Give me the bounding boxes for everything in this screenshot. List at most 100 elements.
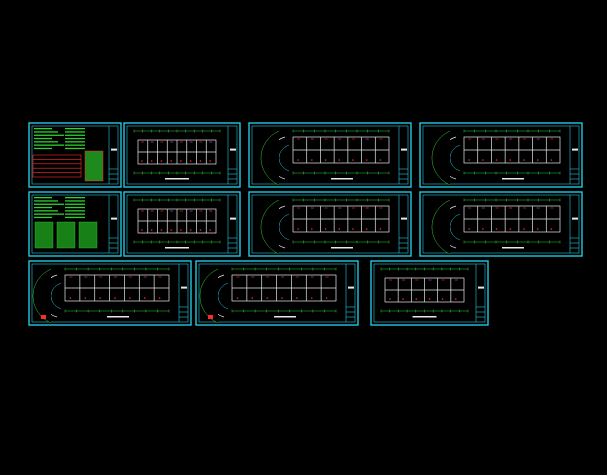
fixture-symbol (468, 159, 470, 161)
fixture-symbol (352, 159, 354, 161)
curved-dimension (431, 199, 451, 255)
equipment-table (78, 221, 98, 249)
fixture-symbol (141, 160, 143, 162)
fixture-symbol (338, 159, 341, 161)
equipment-table (34, 221, 54, 249)
note-text-line (65, 216, 85, 219)
drawing-sheet-plan-4 (123, 191, 241, 257)
note-text-line (65, 203, 85, 205)
fixture-symbol (160, 229, 163, 231)
fixture-symbol (180, 160, 182, 162)
note-text-line (34, 134, 64, 136)
note-text-line (65, 134, 85, 136)
plan-caption (412, 316, 437, 318)
note-text-line (65, 210, 85, 212)
fixture-symbol (428, 298, 431, 300)
plan-caption (107, 316, 129, 318)
title-block-text (111, 217, 117, 220)
fixture-symbol (523, 228, 525, 230)
fixture-symbol (296, 297, 298, 299)
note-text-line (34, 200, 58, 202)
plan-caption (274, 316, 296, 318)
title-block-text (348, 286, 354, 289)
plan-caption (502, 178, 524, 180)
fixture-symbol (150, 160, 153, 162)
fixture-symbol (209, 160, 211, 162)
fixture-symbol (324, 228, 327, 230)
drawing-sheet-notes-2 (28, 191, 122, 257)
fixture-symbol (324, 159, 327, 161)
fixture-symbol (266, 297, 268, 299)
note-text-line (65, 200, 85, 202)
note-text-line (65, 144, 85, 146)
fixture-symbol (468, 228, 470, 230)
fixture-symbol (325, 297, 328, 299)
plan-caption (165, 247, 189, 249)
fixture-symbol (141, 229, 143, 231)
note-text-line (34, 213, 64, 215)
curved-dimension (431, 130, 451, 186)
note-text-line (34, 144, 64, 146)
note-text-line (34, 203, 64, 205)
fixture-symbol (236, 297, 239, 299)
fixture-symbol (536, 228, 539, 230)
title-block-text (572, 148, 578, 151)
sheet-inner-border (126, 125, 238, 185)
fixture-symbol (251, 297, 254, 299)
title-block-text (401, 217, 407, 220)
note-text-line (34, 210, 58, 212)
fixture-symbol (402, 298, 404, 300)
fixture-symbol (180, 229, 182, 231)
note-text-line (34, 141, 58, 143)
note-text-line (34, 216, 52, 219)
equipment-table (56, 221, 76, 249)
sheet-inner-border (422, 125, 580, 185)
fixture-symbol (379, 228, 382, 230)
sheet-inner-border (31, 194, 119, 254)
fixture-symbol (160, 160, 163, 162)
fixture-symbol (352, 228, 354, 230)
drawing-sheet-plan-2 (248, 122, 412, 188)
drawing-sheet-plan-6 (419, 191, 583, 257)
title-block-text (230, 148, 236, 151)
fixture-symbol (209, 229, 211, 231)
title-block-text (572, 217, 578, 220)
note-text-line (34, 137, 52, 140)
curved-dimension (260, 130, 280, 186)
sheet-border (28, 260, 192, 326)
fixture-symbol (158, 297, 161, 299)
fixture-symbol (550, 228, 553, 230)
fixture-symbol (509, 159, 512, 161)
fixture-symbol (281, 297, 283, 299)
drawing-sheet-notes-1 (28, 122, 122, 188)
north-arrow-marker (208, 315, 213, 319)
curved-dimension (260, 199, 280, 255)
sheet-border (370, 260, 489, 326)
fixture-symbol (114, 297, 116, 299)
drawing-sheet-plan-5 (248, 191, 412, 257)
fixture-symbol (199, 229, 202, 231)
fixture-symbol (99, 297, 101, 299)
note-text-line (65, 137, 85, 140)
fixture-symbol (84, 297, 87, 299)
note-text-line (34, 147, 52, 150)
fixture-symbol (189, 229, 192, 231)
fixture-symbol (170, 229, 172, 231)
fixture-symbol (495, 228, 498, 230)
drawing-sheet-plan-1 (123, 122, 241, 188)
fixture-symbol (441, 298, 444, 300)
plan-caption (502, 247, 524, 249)
title-block-text (181, 286, 187, 289)
note-text-line (65, 213, 85, 215)
fixture-symbol (143, 297, 146, 299)
fixture-symbol (365, 228, 368, 230)
drawing-sheet-plan-9 (370, 260, 489, 326)
legend-table (84, 150, 104, 182)
north-arrow-marker (41, 315, 46, 319)
sheet-inner-border (373, 263, 486, 323)
fixture-symbol (69, 297, 72, 299)
fixture-symbol (129, 297, 131, 299)
fixture-symbol (389, 298, 391, 300)
note-text-line (34, 197, 52, 199)
